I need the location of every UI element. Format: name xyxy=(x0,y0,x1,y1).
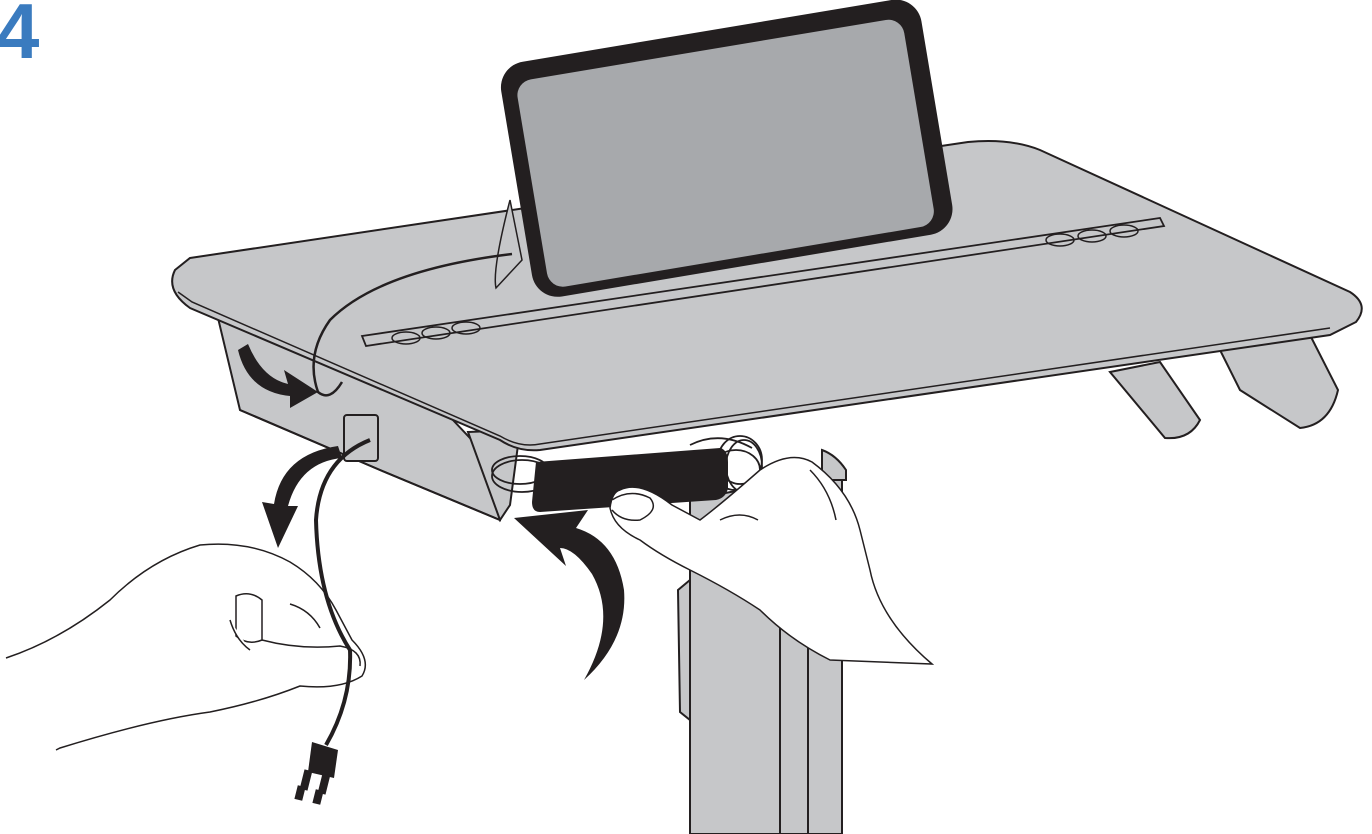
power-plug xyxy=(294,742,338,805)
curved-arrow-adapter-up xyxy=(514,510,624,680)
power-cable xyxy=(316,440,370,745)
curved-arrow-cable-down xyxy=(262,446,342,548)
left-hand xyxy=(6,544,365,750)
